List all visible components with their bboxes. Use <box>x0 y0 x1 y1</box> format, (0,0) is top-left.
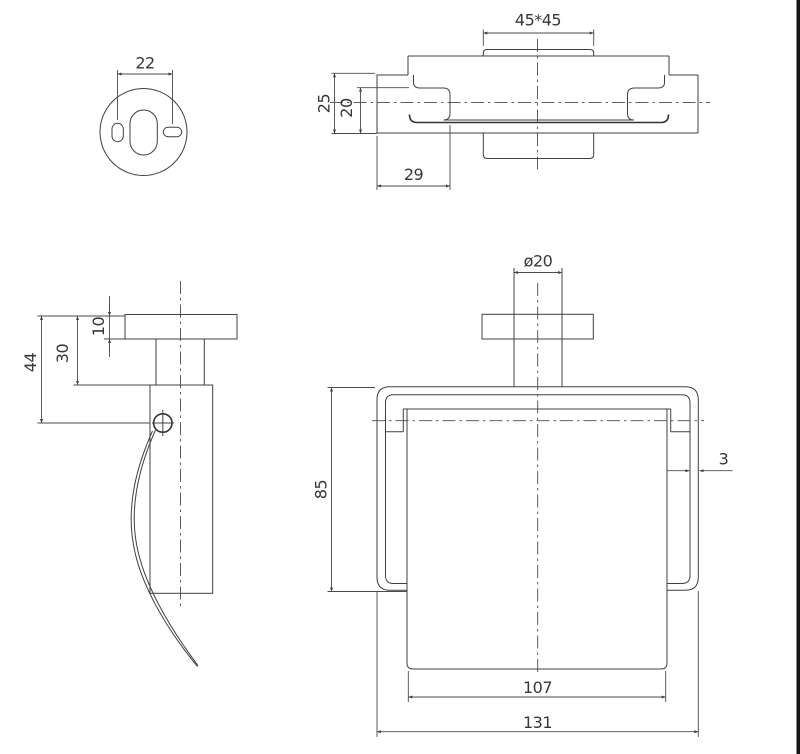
view-wall-plate: 22 <box>99 54 188 176</box>
front-rail-lower <box>408 114 670 124</box>
dim-label-131: 131 <box>523 713 552 732</box>
left-hook-pocket <box>413 75 451 121</box>
spring-wire-inner <box>133 429 199 666</box>
dim-label-29: 29 <box>404 165 424 184</box>
pivot-crosshair <box>152 410 174 436</box>
dim-frame-thickness: 3 <box>667 450 733 473</box>
dim-flange-thickness: 10 <box>89 296 125 357</box>
right-hook-pocket <box>627 75 665 121</box>
top-flange-tab <box>482 49 595 56</box>
view-front: ø20 85 3 107 131 <box>312 252 733 737</box>
cover-plate <box>406 408 668 670</box>
dim-label-20: 20 <box>337 98 356 118</box>
dim-slot-spacing: 22 <box>117 54 173 124</box>
wall-plate-outline <box>99 88 188 176</box>
right-screw-slot <box>162 126 183 138</box>
dim-depth-inner: 20 <box>337 87 409 134</box>
dim-label-30: 30 <box>53 344 72 364</box>
view-side: 10 30 44 <box>21 281 238 667</box>
dim-label-d20: ø20 <box>524 252 553 271</box>
dim-flange-square: 45*45 <box>482 11 595 46</box>
dim-stem-length: 30 <box>53 315 150 386</box>
dim-post-diameter: ø20 <box>513 252 563 274</box>
view-top: 45*45 25 20 29 <box>315 11 710 190</box>
bottom-flange-tab <box>482 133 595 159</box>
dim-label-85: 85 <box>312 480 331 499</box>
spring-wire-outer <box>130 430 198 667</box>
center-slot <box>129 109 158 156</box>
dim-label-107: 107 <box>523 678 552 697</box>
right-hanger-tab <box>667 408 690 433</box>
flange-side <box>124 314 238 340</box>
right-border <box>796 0 800 754</box>
dim-overall-width: 131 <box>376 591 699 737</box>
dim-label-22: 22 <box>135 54 154 73</box>
dim-frame-height: 85 <box>312 387 407 592</box>
dim-label-44: 44 <box>21 353 40 373</box>
dim-cover-width: 107 <box>407 671 667 702</box>
frame-inner-outline <box>385 394 691 584</box>
dim-label-25: 25 <box>315 94 334 113</box>
dim-pivot-offset: 44 <box>21 315 150 424</box>
left-screw-slot <box>111 122 124 143</box>
bar-outline <box>407 55 670 75</box>
dim-label-10: 10 <box>89 317 108 337</box>
post-front <box>513 268 563 387</box>
frame-outer-outline <box>376 386 699 591</box>
dim-label-3: 3 <box>719 450 729 469</box>
dim-end-width: 29 <box>376 125 451 190</box>
stem-side <box>155 339 205 385</box>
dim-depth-outer: 25 <box>315 72 377 134</box>
body-side <box>149 384 214 594</box>
dim-label-45x45: 45*45 <box>515 11 561 30</box>
